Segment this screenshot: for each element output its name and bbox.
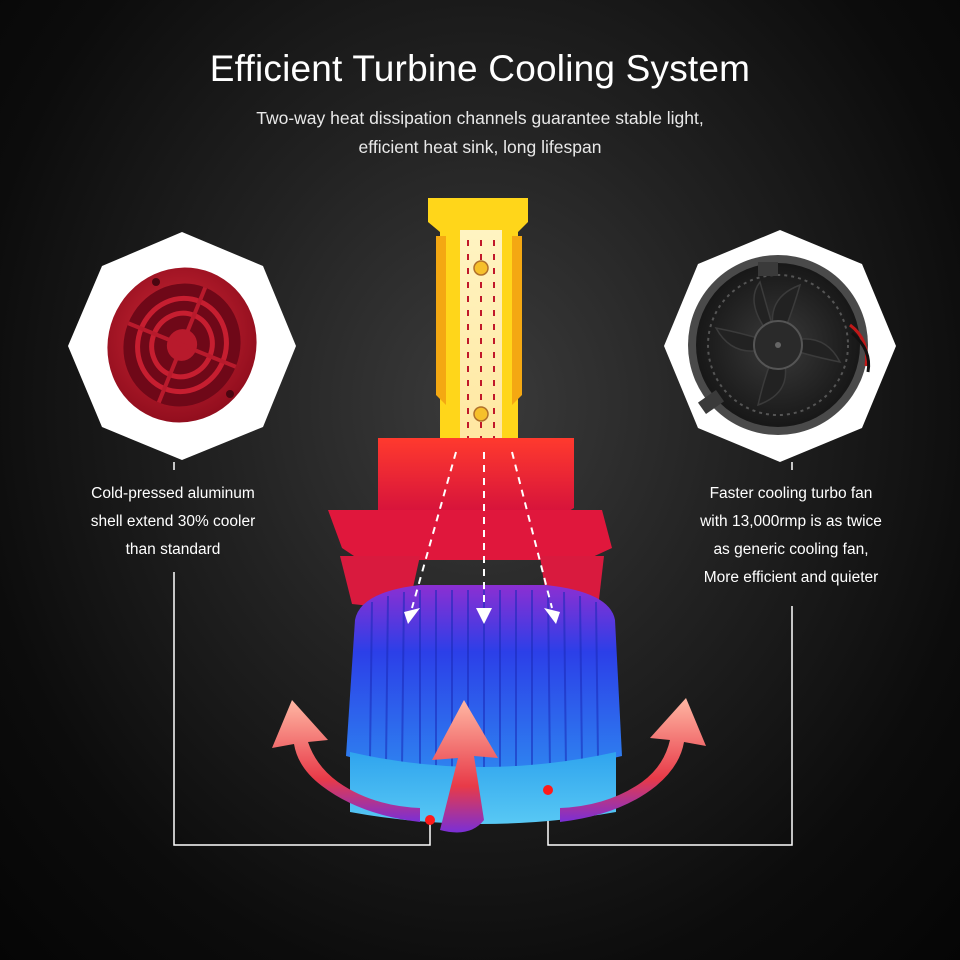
right-marker-dot [543, 785, 553, 795]
caption-line: Faster cooling turbo fan [709, 485, 873, 502]
page-subtitle: Two-way heat dissipation channels guaran… [0, 104, 960, 162]
caption-line: Cold-pressed aluminum [91, 485, 255, 502]
right-curve-arrow [560, 698, 706, 822]
aluminum-shell-caption: Cold-pressed aluminum shell extend 30% c… [62, 480, 284, 564]
aluminum-shell-photo [107, 267, 257, 423]
caption-line: shell extend 30% cooler [90, 513, 256, 530]
center-up-arrow [432, 700, 498, 833]
bulb-base [350, 752, 616, 824]
caption-line: with 13,000rmp is as twice [700, 513, 882, 530]
caption-line: More efficient and quieter [703, 569, 879, 586]
caption-line: than standard [125, 541, 221, 558]
heat-flow-arrows [272, 698, 706, 833]
internal-arrow-heads [404, 608, 560, 624]
internal-airflow-arrows [411, 451, 553, 609]
left-marker-dot [425, 815, 435, 825]
left-curve-arrow [272, 700, 420, 822]
left-callout-line [173, 572, 431, 846]
locking-flange [328, 510, 612, 560]
subtitle-line: efficient heat sink, long lifespan [358, 137, 602, 157]
aluminum-shell-panel [68, 232, 296, 460]
subtitle-line: Two-way heat dissipation channels guaran… [256, 108, 704, 128]
turbo-fan-caption: Faster cooling turbo fan with 13,000rmp … [672, 480, 910, 592]
led-bulb [328, 198, 622, 824]
mounting-collar [378, 438, 574, 516]
page-title: Efficient Turbine Cooling System [209, 48, 751, 89]
caption-line: as generic cooling fan, [713, 541, 869, 558]
turbo-fan-photo [688, 255, 871, 435]
turbo-fan-panel [664, 230, 896, 462]
